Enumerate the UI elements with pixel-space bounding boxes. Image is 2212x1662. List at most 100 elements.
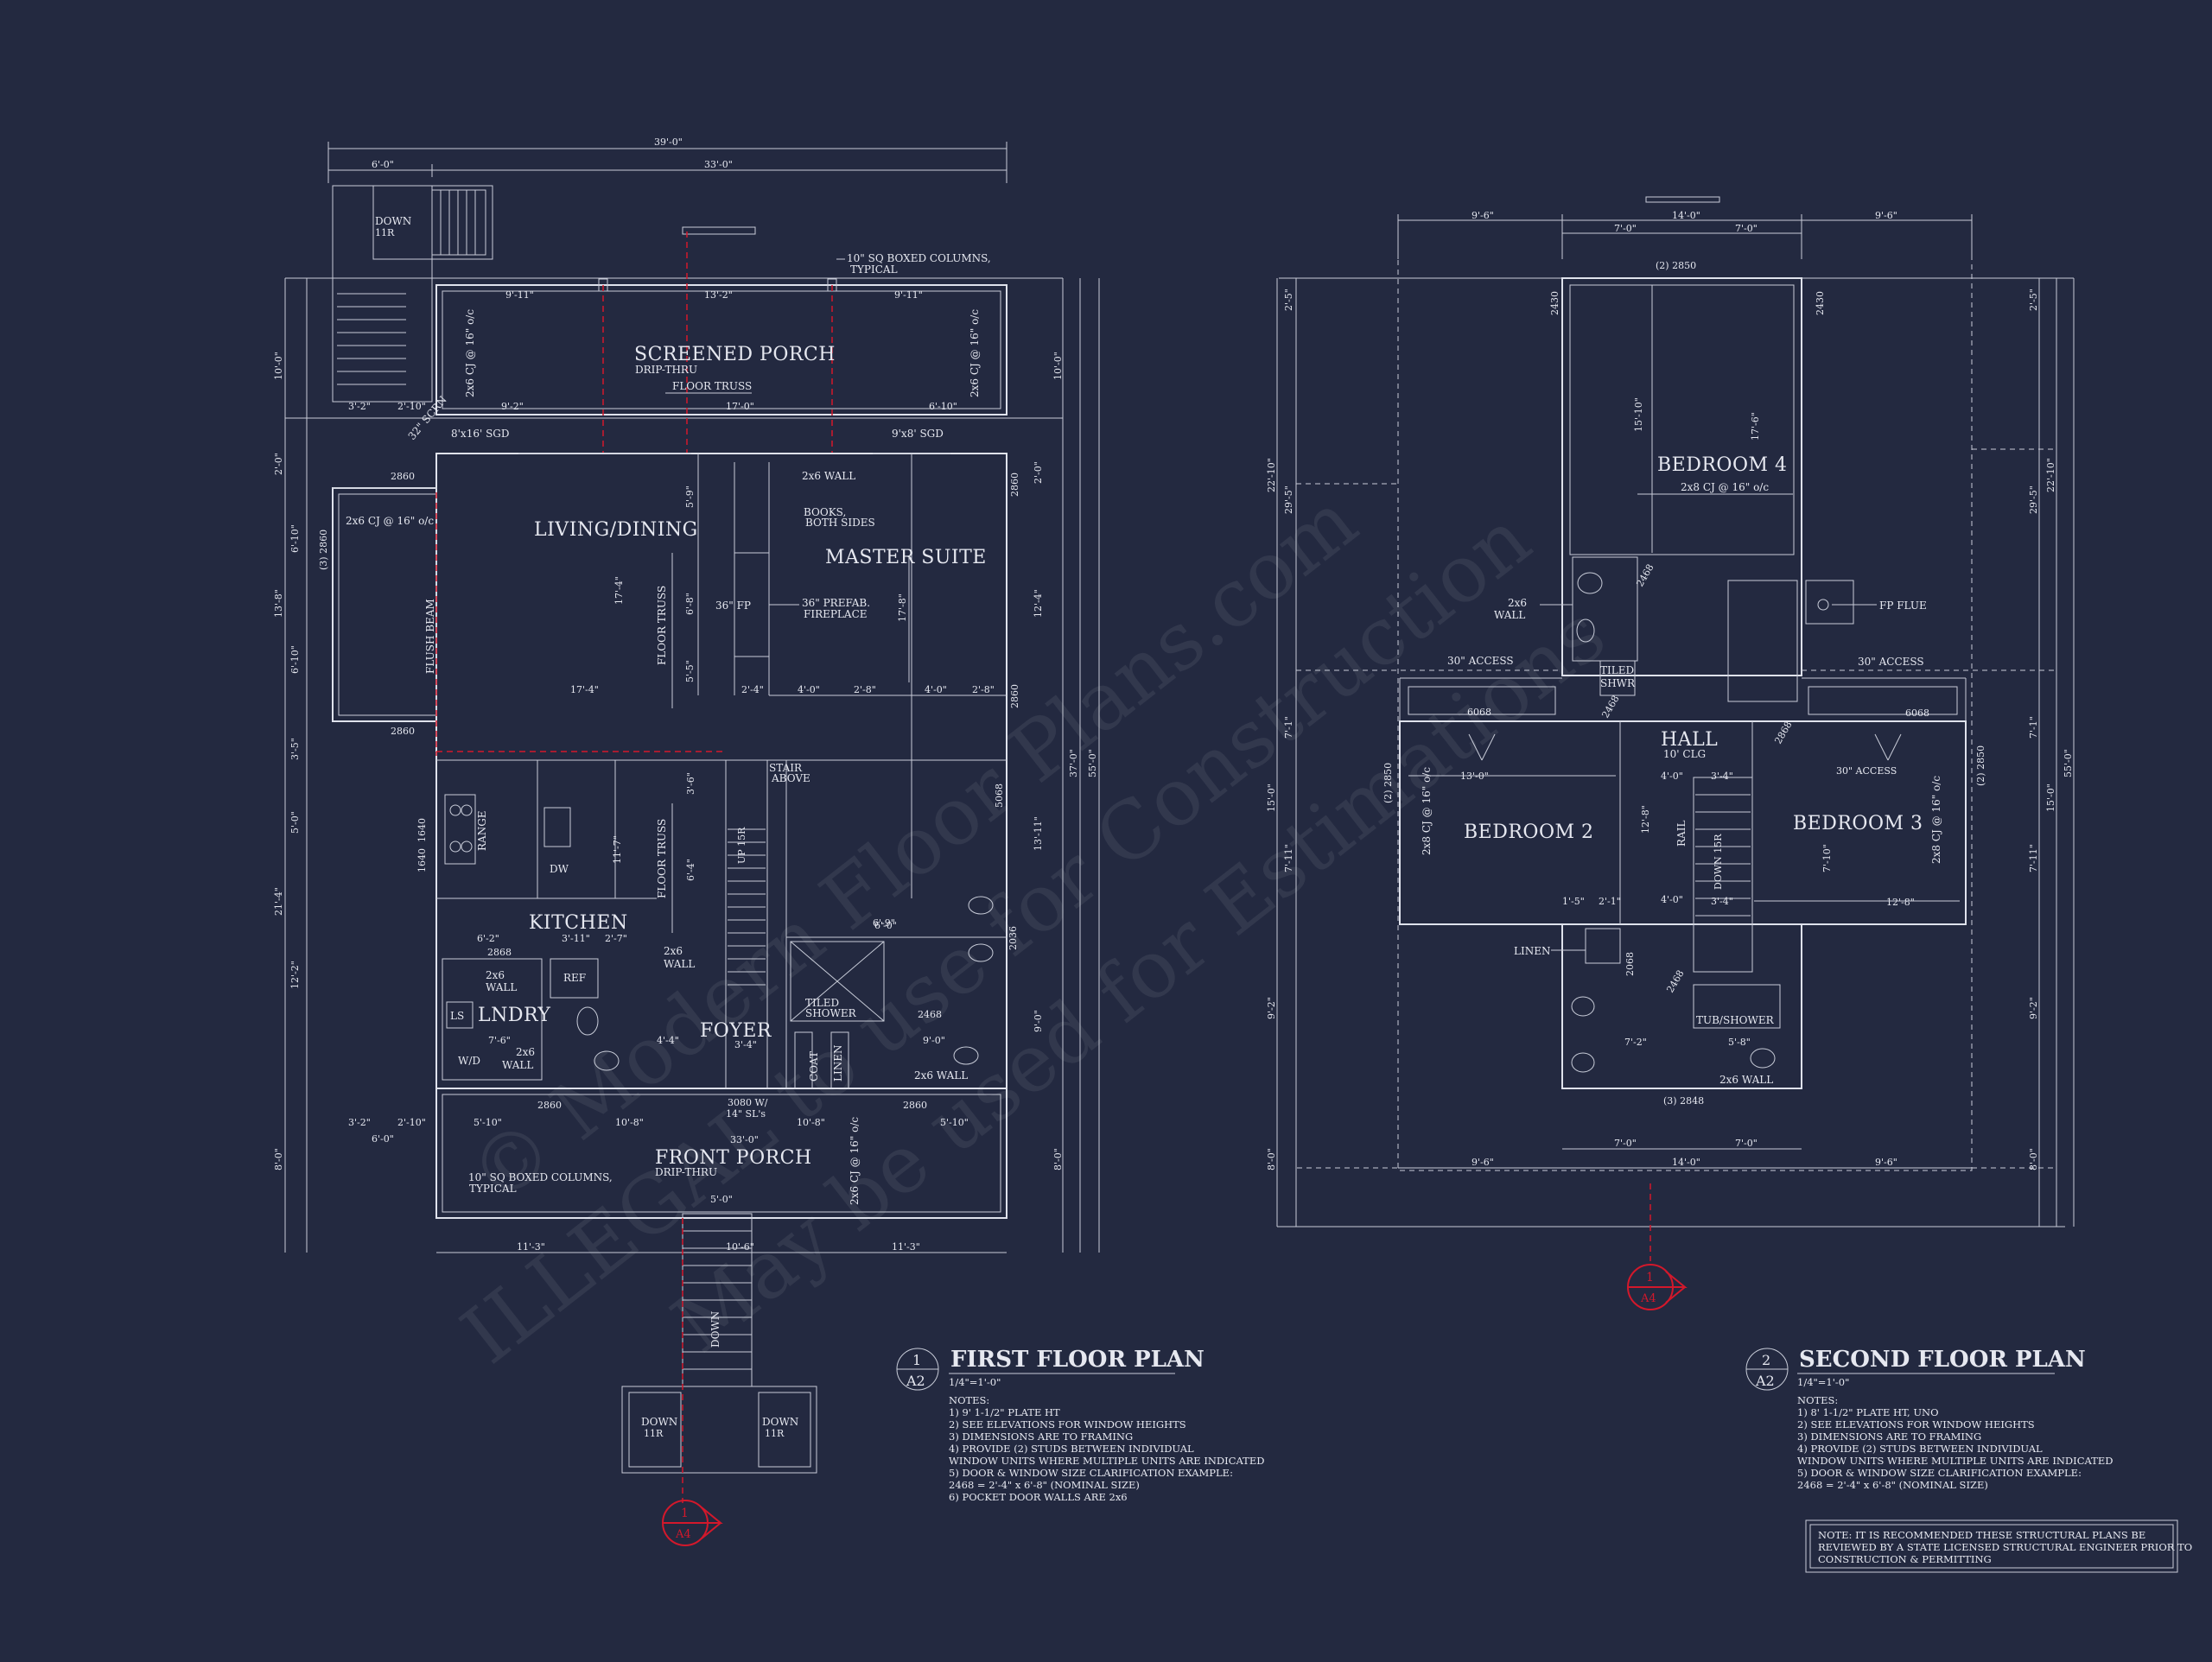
screened-porch-truss: FLOOR TRUSS bbox=[672, 380, 752, 392]
boxed-columns-note: 10" SQ BOXED COLUMNS, bbox=[847, 252, 991, 264]
laundry-sink: LS bbox=[450, 1010, 464, 1022]
bed3-cj: 2x8 CJ @ 16" o/c bbox=[1930, 776, 1942, 864]
room-bedroom-3: BEDROOM 3 bbox=[1793, 813, 1923, 834]
second-floor-badge-num: 2 bbox=[1762, 1352, 1770, 1368]
dim-kitchen-64: 6'-4" bbox=[685, 859, 696, 881]
dim-r-150: 15'-0" bbox=[2045, 783, 2056, 812]
dim-r-80: 8'-0" bbox=[1052, 1148, 1064, 1170]
dim-master-178: 17'-8" bbox=[897, 593, 908, 622]
stair-up-label: UP 15R bbox=[736, 827, 747, 864]
dim-b-96b: 9'-6" bbox=[1875, 1157, 1897, 1168]
second-floor-note-5: WINDOW UNITS WHERE MULTIPLE UNITS ARE IN… bbox=[1797, 1455, 2113, 1467]
second-floor-badge-sheet: A2 bbox=[1755, 1373, 1775, 1389]
first-floor-badge-sheet: A2 bbox=[906, 1373, 925, 1389]
dim-living-68: 6'-8" bbox=[684, 593, 696, 615]
dim-l-150: 15'-0" bbox=[1266, 783, 1277, 812]
dim-l-71: 7'-1" bbox=[1283, 716, 1294, 739]
section-marker-num: 1 bbox=[681, 1507, 689, 1520]
access-left: 30" ACCESS bbox=[1447, 655, 1514, 667]
dim-master-28: 2'-8" bbox=[972, 684, 995, 695]
dim-58: 5'-8" bbox=[1728, 1037, 1751, 1048]
linen-label: LINEN bbox=[1514, 945, 1550, 957]
coat-closet: COAT bbox=[808, 1051, 820, 1082]
dim-r-71: 7'-1" bbox=[2028, 716, 2039, 739]
dim-overall-width: 39'-0" bbox=[654, 136, 683, 148]
window-1640-b: 1640 bbox=[416, 848, 428, 872]
dim-l-92: 9'-2" bbox=[1266, 997, 1277, 1019]
dim-l-711: 7'-11" bbox=[1283, 844, 1294, 872]
rear-stair-risers: 11R bbox=[375, 227, 395, 238]
second-floor-note-4: 4) PROVIDE (2) STUDS BETWEEN INDIVIDUAL bbox=[1797, 1443, 2043, 1455]
room-kitchen: KITCHEN bbox=[529, 912, 628, 934]
hall-door-2868: 2868 bbox=[1772, 720, 1794, 746]
room-bedroom-2: BEDROOM 2 bbox=[1464, 821, 1594, 843]
dim-kitchen-36: 3'-6" bbox=[685, 772, 696, 795]
bedrooms-2-3: BEDROOM 2 BEDROOM 3 13'-0" 12'-8" 2x8 CJ… bbox=[1408, 767, 1960, 908]
dim-t-70b: 7'-0" bbox=[1735, 223, 1758, 234]
dim-40: 4'-0" bbox=[798, 684, 820, 695]
dim-170: 17'-0" bbox=[726, 401, 754, 412]
dim-bot-113b: 11'-3" bbox=[892, 1241, 920, 1253]
second-floor-plan: 9'-6" 14'-0" 9'-6" 7'-0" 7'-0" (2) 2850 … bbox=[1266, 196, 2192, 1573]
section-marker-2-num: 1 bbox=[1646, 1271, 1654, 1285]
second-floor-note-1: 1) 8' 1-1/2" PLATE HT, UNO bbox=[1797, 1406, 1939, 1418]
dim-r-100: 10'-0" bbox=[1052, 352, 1064, 380]
dim-foyer-34: 3'-4" bbox=[734, 1039, 757, 1050]
dim-l-122: 12'-2" bbox=[289, 961, 301, 989]
dim-r-295: 29'-5" bbox=[2028, 485, 2039, 514]
window-2860-b: 2860 bbox=[391, 726, 415, 737]
laundry-wall: WALL bbox=[486, 981, 517, 993]
fp-flue: FP FLUE bbox=[1879, 599, 1927, 612]
tub-shower: TUB/SHOWER bbox=[1696, 1014, 1775, 1026]
engineer-note-line-3: CONSTRUCTION & PERMITTING bbox=[1818, 1553, 1992, 1565]
access-right: 30" ACCESS bbox=[1858, 656, 1924, 668]
dim-right-top: 33'-0" bbox=[704, 159, 733, 170]
screened-porch-drip: DRIP-THRU bbox=[635, 364, 697, 376]
dim-porch-right: 9'-11" bbox=[894, 289, 923, 301]
front-stair-down: DOWN bbox=[709, 1311, 721, 1348]
engineer-note-line-1: NOTE: IT IS RECOMMENDED THESE STRUCTURAL… bbox=[1818, 1529, 2145, 1541]
dim-r-1311: 13'-11" bbox=[1033, 816, 1044, 851]
hall: HALL 10' CLG 4'-0" 3'-4" 12'-8" RAIL DOW… bbox=[1599, 694, 1897, 973]
dim-l-20: 2'-0" bbox=[273, 453, 284, 475]
kitchen: RANGE DW KITCHEN 11'-7" FLOOR TRUSS 6'-4… bbox=[416, 759, 1007, 999]
dim-32: 3'-2" bbox=[348, 401, 371, 412]
dim-l-610b: 6'-10" bbox=[289, 645, 301, 674]
porch-cj-right: 2x6 CJ @ 16" o/c bbox=[969, 309, 981, 397]
dim-bot-510: 5'-10" bbox=[474, 1117, 502, 1128]
dim-b-96: 9'-6" bbox=[1471, 1157, 1494, 1168]
living-cj: 2x6 CJ @ 16" o/c bbox=[346, 515, 434, 527]
first-floor-note-0: NOTES: bbox=[949, 1394, 989, 1406]
dim-master-bath-69: 6'-9" bbox=[873, 917, 895, 929]
sgd-right: 9'x8' SGD bbox=[892, 428, 944, 440]
second-floor-title-block: 2 A2 SECOND FLOOR PLAN 1/4"=1'-0" NOTES:… bbox=[1745, 1347, 2113, 1491]
dim-l-100: 10'-0" bbox=[273, 352, 284, 380]
first-floor-badge-num: 1 bbox=[912, 1352, 921, 1368]
rear-stair: DOWN 11R bbox=[332, 185, 493, 403]
first-floor-note-4: 4) PROVIDE (2) STUDS BETWEEN INDIVIDUAL bbox=[949, 1443, 1194, 1455]
dishwasher-label: DW bbox=[550, 863, 569, 875]
door-5068: 5068 bbox=[994, 783, 1005, 808]
porch-cj-left: 2x6 CJ @ 16" o/c bbox=[464, 309, 476, 397]
bedroom-4-bath: TILED SHWR 2x6 WALL 2468 FP FLUE bbox=[1494, 556, 1927, 702]
living-dining: LIVING/DINING 2x6 CJ @ 16" o/c FLUSH BEA… bbox=[346, 454, 876, 756]
engineer-note-line-2: REVIEWED BY A STATE LICENSED STRUCTURAL … bbox=[1818, 1541, 2192, 1553]
kitchen-2x6: 2x6 bbox=[664, 945, 683, 957]
prefab-fp: 36" PREFAB. bbox=[802, 597, 870, 609]
second-floor-note-3: 3) DIMENSIONS ARE TO FRAMING bbox=[1797, 1430, 1981, 1443]
window-2860-d: 2860 bbox=[1009, 684, 1020, 708]
second-floor-note-7: 2468 = 2'-4" x 6'-8" (NOMINAL SIZE) bbox=[1797, 1479, 1988, 1491]
window-1640-a: 1640 bbox=[416, 818, 428, 842]
master-shower: SHOWER bbox=[805, 1007, 857, 1019]
room-front-porch: FRONT PORCH bbox=[655, 1147, 812, 1169]
dim-porch-left: 9'-11" bbox=[505, 289, 534, 301]
door-2068: 2068 bbox=[1624, 952, 1636, 976]
bed4-2x6: 2x6 bbox=[1508, 597, 1527, 609]
front-stair-down-l: DOWN bbox=[641, 1416, 677, 1428]
dim-left-top: 6'-0" bbox=[372, 159, 394, 170]
dim-610: 6'-10" bbox=[929, 401, 957, 412]
dim-kitchen-62: 6'-2" bbox=[477, 933, 499, 944]
dim-r-2210: 22'-10" bbox=[2045, 458, 2056, 492]
master-suite: MASTER SUITE 2x6 WALL BOOKS, BOTH SIDES … bbox=[769, 454, 1007, 898]
